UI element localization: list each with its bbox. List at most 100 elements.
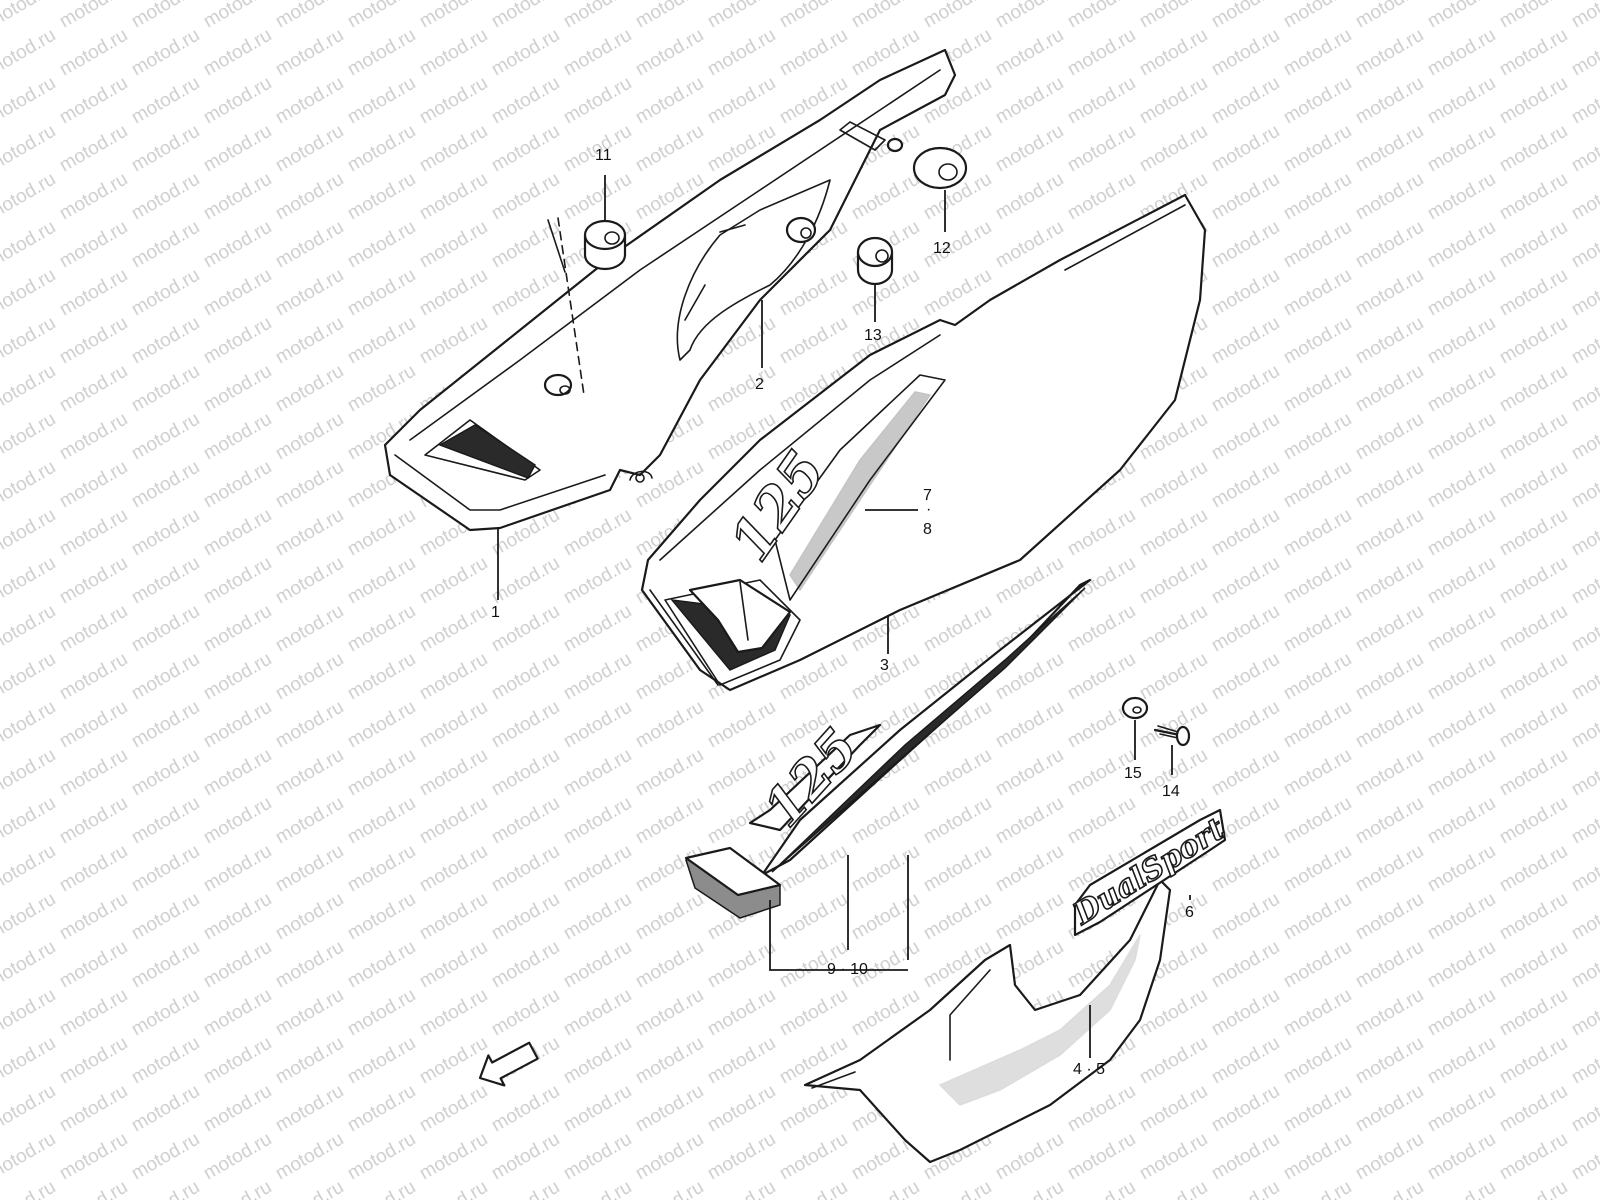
watermark-text: motod.ru: [1496, 1033, 1571, 1089]
watermark-text: motod.ru: [1568, 25, 1600, 81]
watermark-text: motod.ru: [1496, 1081, 1571, 1137]
watermark-text: motod.ru: [272, 457, 347, 513]
watermark-text: motod.ru: [128, 265, 203, 321]
watermark-text: motod.ru: [1136, 121, 1211, 177]
watermark-text: motod.ru: [488, 25, 563, 81]
watermark-text: motod.ru: [200, 649, 275, 705]
callout-4-5: 4 · 5: [1073, 1061, 1105, 1078]
watermark-text: motod.ru: [1424, 985, 1499, 1041]
watermark-text: motod.ru: [1496, 169, 1571, 225]
watermark-text: motod.ru: [128, 361, 203, 417]
watermark-text: motod.ru: [56, 697, 131, 753]
watermark-text: motod.ru: [1568, 121, 1600, 177]
watermark-text: motod.ru: [272, 793, 347, 849]
watermark-text: motod.ru: [1208, 361, 1283, 417]
watermark-text: motod.ru: [200, 121, 275, 177]
watermark-text: motod.ru: [1568, 985, 1600, 1041]
watermark-text: motod.ru: [1280, 649, 1355, 705]
watermark-text: motod.ru: [1568, 0, 1600, 32]
watermark-text: motod.ru: [1064, 169, 1139, 225]
watermark-text: motod.ru: [1352, 505, 1427, 561]
watermark-text: motod.ru: [1352, 649, 1427, 705]
watermark-text: motod.ru: [1208, 889, 1283, 945]
watermark-text: motod.ru: [1352, 553, 1427, 609]
watermark-text: motod.ru: [0, 745, 59, 801]
watermark-text: motod.ru: [704, 73, 779, 129]
watermark-text: motod.ru: [200, 793, 275, 849]
watermark-text: motod.ru: [632, 1033, 707, 1089]
watermark-text: motod.ru: [992, 25, 1067, 81]
callout-14: 14: [1162, 783, 1180, 800]
watermark-text: motod.ru: [344, 25, 419, 81]
watermark-text: motod.ru: [272, 985, 347, 1041]
watermark-text: motod.ru: [0, 409, 59, 465]
watermark-text: motod.ru: [344, 73, 419, 129]
watermark-text: motod.ru: [1208, 409, 1283, 465]
watermark-text: motod.ru: [272, 649, 347, 705]
watermark-text: motod.ru: [56, 985, 131, 1041]
watermark-text: motod.ru: [560, 1033, 635, 1089]
watermark-text: motod.ru: [200, 265, 275, 321]
watermark-text: motod.ru: [776, 889, 851, 945]
watermark-text: motod.ru: [1280, 1129, 1355, 1185]
watermark-text: motod.ru: [56, 745, 131, 801]
watermark-text: motod.ru: [56, 457, 131, 513]
watermark-text: motod.ru: [56, 217, 131, 273]
watermark-text: motod.ru: [704, 1081, 779, 1137]
watermark-text: motod.ru: [272, 937, 347, 993]
callout-15: 15: [1124, 765, 1142, 782]
watermark-text: motod.ru: [0, 457, 59, 513]
watermark-text: motod.ru: [1424, 265, 1499, 321]
watermark-text: motod.ru: [488, 793, 563, 849]
watermark-text: motod.ru: [128, 985, 203, 1041]
watermark-text: motod.ru: [416, 121, 491, 177]
watermark-text: motod.ru: [1280, 409, 1355, 465]
watermark-text: motod.ru: [1424, 25, 1499, 81]
watermark-text: motod.ru: [1424, 169, 1499, 225]
watermark-text: motod.ru: [128, 793, 203, 849]
watermark-text: motod.ru: [1208, 25, 1283, 81]
watermark-text: motod.ru: [1064, 553, 1139, 609]
watermark-text: motod.ru: [1424, 217, 1499, 273]
watermark-text: motod.ru: [56, 889, 131, 945]
callout-1: 1: [491, 604, 500, 621]
callout-9-10: 9 · 10: [827, 961, 868, 978]
watermark-text: motod.ru: [416, 217, 491, 273]
watermark-text: motod.ru: [1568, 745, 1600, 801]
watermark-text: motod.ru: [1136, 457, 1211, 513]
watermark-text: motod.ru: [1568, 1129, 1600, 1185]
watermark-text: motod.ru: [632, 1081, 707, 1137]
watermark-text: motod.ru: [1136, 601, 1211, 657]
watermark-text: motod.ru: [632, 937, 707, 993]
watermark-text: motod.ru: [128, 937, 203, 993]
watermark-text: motod.ru: [128, 697, 203, 753]
watermark-text: motod.ru: [1280, 169, 1355, 225]
watermark-text: motod.ru: [1496, 1129, 1571, 1185]
watermark-text: motod.ru: [1424, 505, 1499, 561]
callout-3: 3: [880, 657, 889, 674]
watermark-text: motod.ru: [416, 937, 491, 993]
watermark-text: motod.ru: [1352, 457, 1427, 513]
watermark-text: motod.ru: [1064, 601, 1139, 657]
watermark-text: motod.ru: [416, 1033, 491, 1089]
watermark-text: motod.ru: [1064, 505, 1139, 561]
watermark-text: motod.ru: [1280, 985, 1355, 1041]
watermark-text: motod.ru: [1352, 121, 1427, 177]
watermark-text: motod.ru: [272, 553, 347, 609]
watermark-text: motod.ru: [848, 889, 923, 945]
watermark-text: motod.ru: [1496, 121, 1571, 177]
callout-7-8-separator: ·: [926, 501, 931, 518]
watermark-text: motod.ru: [272, 121, 347, 177]
watermark-text: motod.ru: [704, 361, 779, 417]
watermark-text: motod.ru: [704, 985, 779, 1041]
watermark-text: motod.ru: [1208, 601, 1283, 657]
watermark-text: motod.ru: [0, 889, 59, 945]
watermark-text: motod.ru: [272, 265, 347, 321]
watermark-text: motod.ru: [1208, 169, 1283, 225]
watermark-text: motod.ru: [560, 1129, 635, 1185]
watermark-text: motod.ru: [1280, 553, 1355, 609]
watermark-text: motod.ru: [200, 361, 275, 417]
watermark-text: motod.ru: [200, 73, 275, 129]
watermark-text: motod.ru: [1496, 73, 1571, 129]
watermark-text: motod.ru: [1352, 361, 1427, 417]
